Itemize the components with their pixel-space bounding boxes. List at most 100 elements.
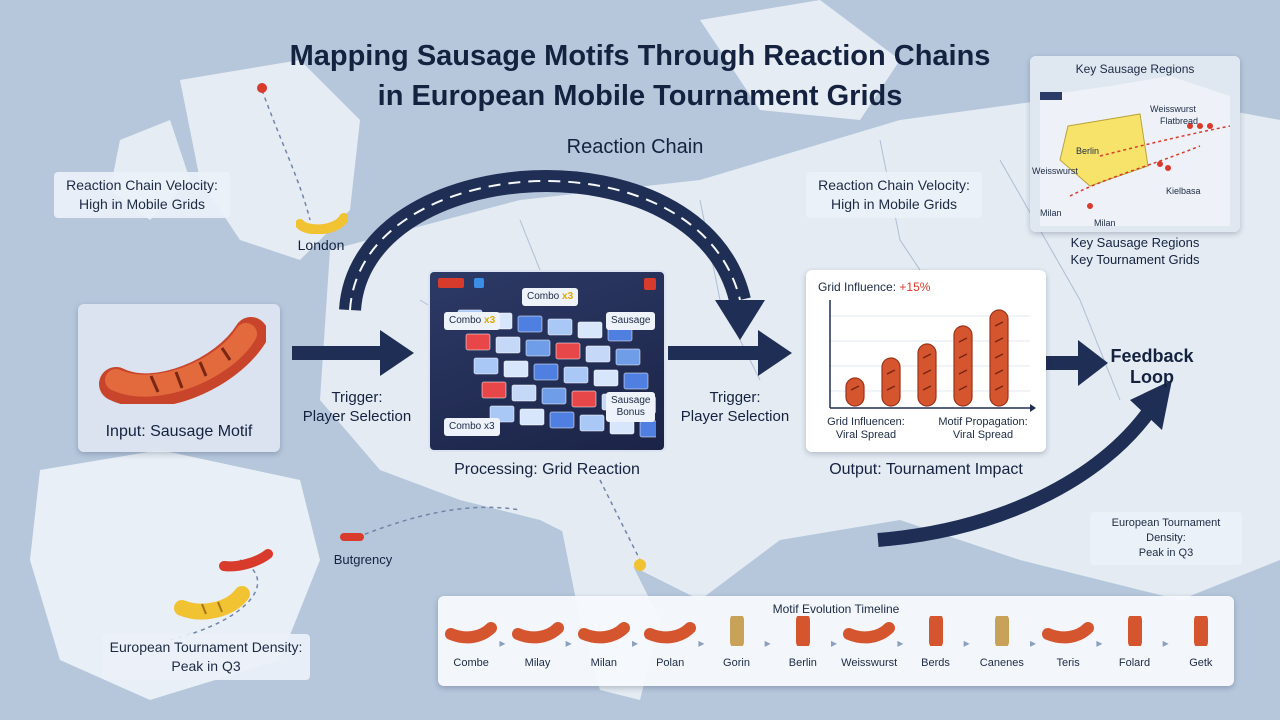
velocity-left-line1: Reaction Chain Velocity: — [66, 177, 218, 193]
reaction-grid-tiles — [457, 309, 656, 438]
grid-tag-combo-left: Combo x3 — [444, 312, 501, 330]
key-regions-caption-2: Key Tournament Grids — [1070, 252, 1200, 267]
impact-bar-grill-mark — [958, 369, 968, 375]
velocity-right-line2: High in Mobile Grids — [830, 196, 958, 212]
grid-tile — [549, 411, 575, 429]
feedback-line1: Feedback — [1110, 346, 1194, 366]
grid-tile — [623, 372, 649, 390]
timeline-item: Combe — [441, 616, 501, 669]
sausage-icon-red — [219, 549, 273, 572]
impact-bar-grill-mark — [922, 369, 932, 375]
grid-tile — [519, 408, 545, 426]
impact-bar-grill-mark — [886, 385, 896, 391]
timeline-item: Milay — [508, 616, 568, 669]
timeline-arrow-icon: ▸ — [831, 636, 838, 650]
impact-bar-grill-mark — [994, 353, 1004, 359]
key-regions-caption-1: Key Sausage Regions — [1070, 235, 1200, 250]
timeline-arrow-icon: ▸ — [1162, 636, 1169, 650]
key-city-6: Milan — [1040, 208, 1062, 218]
trigger-right-line2: Player Selection — [680, 408, 790, 425]
output-caption-right-2: Viral Spread — [952, 429, 1014, 441]
grid-tile — [541, 387, 567, 405]
output-caption-right-1: Motif Propagation: — [938, 416, 1028, 428]
grid-tag-combo-top: Combo x3 — [522, 288, 579, 306]
grid-badge-blue — [474, 278, 484, 288]
timeline-sausage-icon — [843, 622, 896, 644]
timeline-item-label: Canenes — [979, 657, 1024, 669]
timeline-arrow-icon: ▸ — [764, 636, 771, 650]
impact-bar — [845, 377, 865, 407]
timeline-item: Berds — [906, 613, 966, 669]
output-label: Output: Tournament Impact — [829, 461, 1023, 478]
timeline-arrow-icon: ▸ — [499, 636, 506, 650]
grid-tile — [615, 348, 641, 366]
grid-tile — [465, 333, 491, 351]
timeline-item: Gorin — [707, 613, 767, 669]
key-city-5: Kielbasa — [1166, 186, 1201, 196]
impact-bar-grill-mark — [994, 337, 1004, 343]
timeline-arrow-icon: ▸ — [897, 636, 904, 650]
grid-influence-header-text: Grid Influence: — [818, 280, 897, 294]
grid-tag-combo-left-text: Combo — [449, 315, 482, 326]
grid-tile — [585, 345, 611, 363]
timeline-arrow-icon: ▸ — [565, 636, 572, 650]
key-regions-title: Key Sausage Regions — [1075, 62, 1195, 76]
key-regions-minimap — [1030, 56, 1240, 232]
timeline-arrow-icon: ▸ — [1096, 636, 1103, 650]
sausage-icon-yellow — [174, 586, 250, 620]
grid-tile — [473, 357, 499, 375]
velocity-right-line1: Reaction Chain Velocity: — [818, 177, 970, 193]
impact-bar-grill-mark — [958, 353, 968, 359]
timeline-item-label: Getk — [1189, 657, 1213, 669]
grid-tile — [563, 366, 589, 384]
diagram-title: Mapping Sausage Motifs Through Reaction … — [190, 36, 1090, 116]
london-label: London — [297, 237, 345, 253]
trigger-label-right: Trigger: Player Selection — [670, 388, 800, 426]
butgrency-label: Butgrency — [333, 552, 393, 567]
timeline-item-label: Combe — [453, 657, 489, 669]
grid-tile — [571, 390, 597, 408]
output-caption-right: Motif Propagation: Viral Spread — [924, 416, 1042, 442]
grid-tag-sausage: Sausage — [606, 312, 656, 330]
grid-tag-bonus-line2: Bonus — [616, 407, 645, 418]
output-caption-left: Grid Influencen: Viral Spread — [810, 416, 922, 442]
trigger-left-line1: Trigger: — [331, 389, 383, 406]
timeline-item: Getk — [1171, 613, 1231, 669]
impact-bar-grill-mark — [886, 369, 896, 375]
grid-influence-header: Grid Influence: +15% — [818, 280, 930, 294]
density-chip-right: European Tournament Density: Peak in Q3 — [1090, 512, 1242, 565]
sausage-icon-london — [296, 213, 348, 234]
grid-tile — [579, 414, 605, 432]
processing-label: Processing: Grid Reaction — [454, 461, 640, 478]
velocity-left-line2: High in Mobile Grids — [78, 196, 206, 212]
grid-tile — [593, 369, 619, 387]
key-city-1: Weisswurst — [1150, 104, 1196, 114]
input-label: Input: Sausage Motif — [105, 423, 253, 440]
grid-tile — [481, 381, 507, 399]
trigger-left-line2: Player Selection — [302, 408, 412, 425]
grid-tag-combo-bottom: Combo x3 — [444, 418, 500, 436]
timeline-item-label: Berlin — [788, 657, 817, 669]
impact-bar-chart — [829, 300, 1036, 412]
timeline-sausage-icon — [445, 622, 498, 644]
grid-influence-value: +15% — [899, 280, 931, 294]
timeline-item-label: Gorin — [723, 657, 750, 669]
output-caption-left-2: Viral Spread — [835, 429, 897, 441]
density-right-line2: Peak in Q3 — [1138, 547, 1194, 559]
grid-tile — [577, 321, 603, 339]
timeline-item-label: Polan — [656, 657, 685, 669]
timeline-sausage-icon — [994, 613, 1009, 649]
reaction-chain-label: Reaction Chain — [566, 136, 704, 158]
impact-bar — [953, 325, 973, 407]
grid-tag-combo-top-text: Combo — [527, 291, 560, 302]
timeline-item: Folard — [1105, 613, 1165, 669]
velocity-chip-right: Reaction Chain Velocity: High in Mobile … — [806, 172, 982, 218]
grid-tile — [503, 360, 529, 378]
trigger-right-line1: Trigger: — [709, 389, 761, 406]
timeline-item-label: Folard — [1118, 657, 1151, 669]
timeline-sausage-icon — [928, 613, 943, 649]
timeline-item-label: Teris — [1056, 657, 1080, 669]
timeline-sausage-icon — [511, 622, 564, 644]
grid-tag-combo-top-mult: x3 — [562, 291, 574, 302]
grid-tag-bonus-line1: Sausage — [611, 395, 651, 406]
